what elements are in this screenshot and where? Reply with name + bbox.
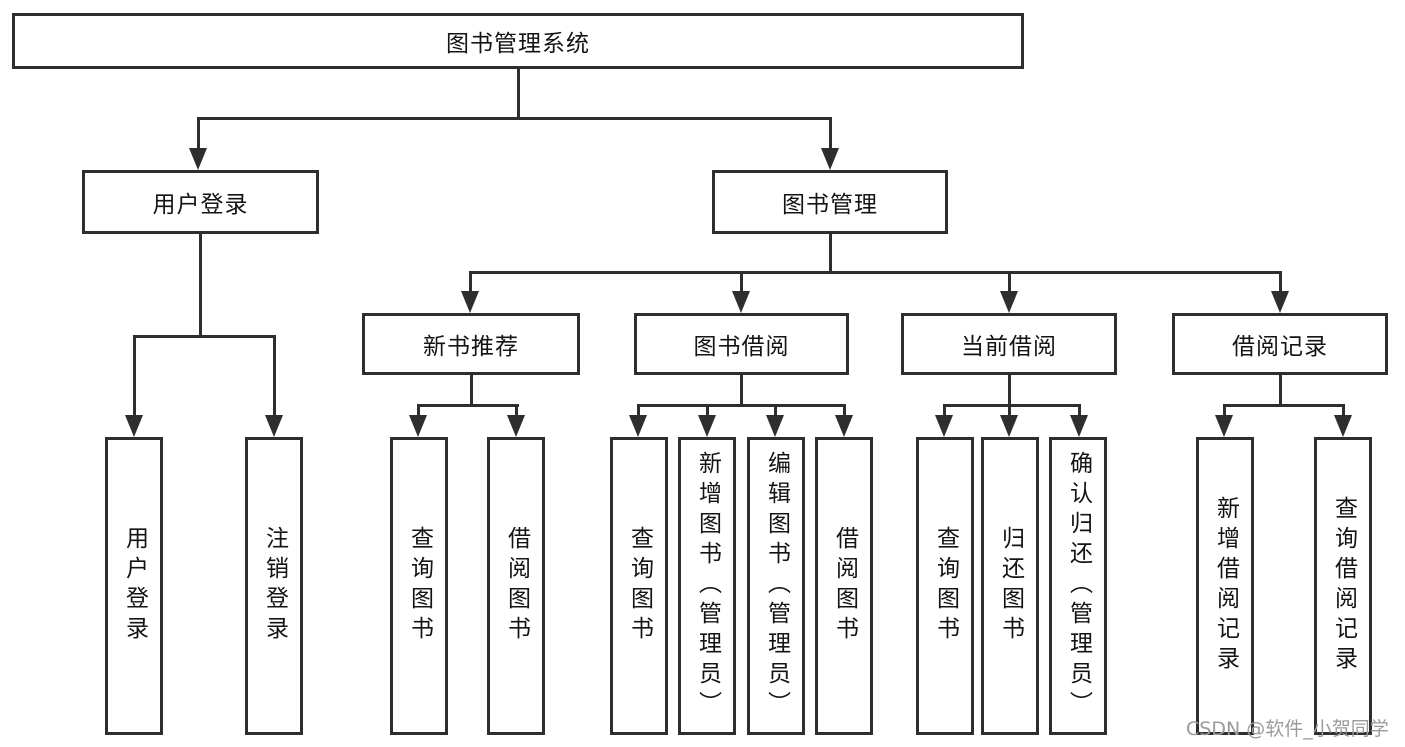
- leaf-newbook-borrow-book: 借阅图书: [487, 437, 545, 735]
- connector-line: [1008, 274, 1011, 293]
- connector-line: [637, 407, 640, 417]
- connector-line: [706, 407, 709, 417]
- node-new-book-recommend: 新书推荐: [362, 313, 580, 375]
- leaf-record-add-borrow-record: 新增借阅记录: [1196, 437, 1254, 735]
- connector-line: [774, 407, 777, 417]
- connector-line: [1008, 407, 1011, 417]
- leaf-borrow-add-book-admin: 新增图书（管理员）: [678, 437, 736, 735]
- arrow-head: [698, 415, 716, 437]
- connector-line: [133, 335, 276, 338]
- connector-line: [515, 407, 518, 417]
- connector-line: [1223, 407, 1226, 417]
- arrow-head: [766, 415, 784, 437]
- connector-line: [740, 274, 743, 293]
- arrow-head: [1070, 415, 1088, 437]
- connector-line: [1223, 404, 1345, 407]
- node-book-management: 图书管理: [712, 170, 948, 234]
- arrow-head: [265, 415, 283, 437]
- connector-line: [517, 69, 520, 120]
- arrow-head: [629, 415, 647, 437]
- connector-line: [273, 338, 276, 417]
- arrow-head: [1000, 415, 1018, 437]
- arrow-head: [1000, 291, 1018, 313]
- node-user-login: 用户登录: [82, 170, 319, 234]
- leaf-record-query-borrow-record: 查询借阅记录: [1314, 437, 1372, 735]
- arrow-head: [835, 415, 853, 437]
- connector-line: [197, 117, 832, 120]
- connector-line: [637, 404, 846, 407]
- node-current-borrow: 当前借阅: [901, 313, 1117, 375]
- arrow-head: [189, 148, 207, 170]
- leaf-current-return-book: 归还图书: [981, 437, 1039, 735]
- connector-line: [740, 375, 743, 407]
- connector-line: [843, 407, 846, 417]
- connector-line: [1279, 375, 1282, 407]
- connector-line: [943, 404, 1081, 407]
- connector-line: [199, 234, 202, 338]
- connector-line: [470, 375, 473, 407]
- node-book-borrow: 图书借阅: [634, 313, 849, 375]
- leaf-current-confirm-return-admin: 确认归还（管理员）: [1049, 437, 1107, 735]
- leaf-current-query-book: 查询图书: [916, 437, 974, 735]
- leaf-borrow-query-book: 查询图书: [610, 437, 668, 735]
- connector-line: [1279, 274, 1282, 293]
- connector-line: [469, 271, 1282, 274]
- arrow-head: [821, 148, 839, 170]
- arrow-head: [1271, 291, 1289, 313]
- arrow-head: [125, 415, 143, 437]
- connector-line: [1342, 407, 1345, 417]
- arrow-head: [1334, 415, 1352, 437]
- arrow-head: [1215, 415, 1233, 437]
- connector-line: [829, 234, 832, 274]
- arrow-head: [461, 291, 479, 313]
- leaf-borrow-edit-book-admin: 编辑图书（管理员）: [747, 437, 805, 735]
- csdn-watermark: CSDN @软件_小贺同学: [1186, 718, 1389, 740]
- leaf-user-login: 用户登录: [105, 437, 163, 735]
- connector-line: [943, 407, 946, 417]
- leaf-logout: 注销登录: [245, 437, 303, 735]
- connector-line: [417, 407, 420, 417]
- connector-line: [1078, 407, 1081, 417]
- leaf-newbook-query-book: 查询图书: [390, 437, 448, 735]
- connector-line: [133, 338, 136, 417]
- leaf-borrow-borrow-book: 借阅图书: [815, 437, 873, 735]
- node-library-system: 图书管理系统: [12, 13, 1024, 69]
- connector-line: [1008, 375, 1011, 407]
- connector-line: [417, 404, 519, 407]
- arrow-head: [507, 415, 525, 437]
- node-borrow-record: 借阅记录: [1172, 313, 1388, 375]
- arrow-head: [409, 415, 427, 437]
- arrow-head: [935, 415, 953, 437]
- arrow-head: [732, 291, 750, 313]
- connector-line: [197, 120, 200, 152]
- connector-line: [829, 120, 832, 152]
- connector-line: [469, 274, 472, 293]
